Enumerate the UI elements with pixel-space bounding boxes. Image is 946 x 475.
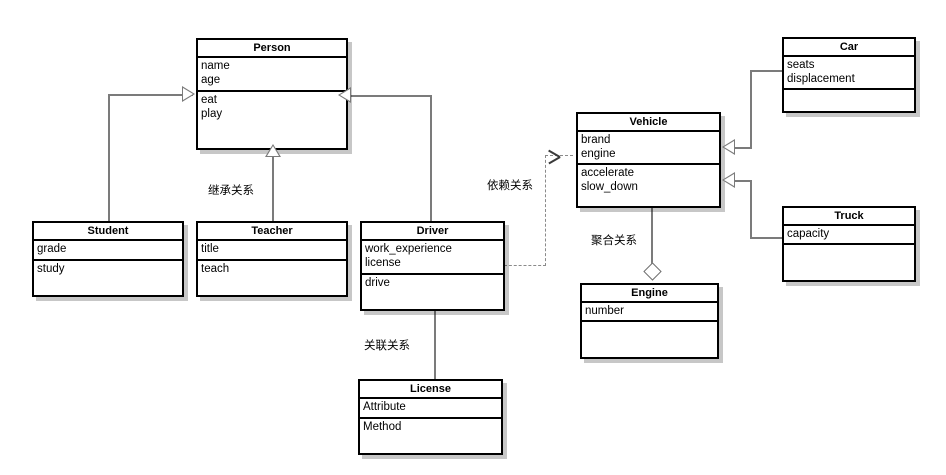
class-operations-car bbox=[784, 90, 914, 100]
connector-car-to-vehicle-vertical bbox=[750, 70, 752, 148]
connector-driver-to-license bbox=[434, 310, 436, 384]
connector-car-to-vehicle-bottom bbox=[735, 147, 752, 149]
attribute-row: displacement bbox=[787, 73, 855, 85]
class-attributes-vehicle: brand engine bbox=[578, 132, 719, 165]
class-name-teacher: Teacher bbox=[198, 223, 346, 241]
class-operations-engine bbox=[582, 322, 717, 332]
connector-vehicle-to-engine bbox=[651, 208, 653, 270]
class-name-person: Person bbox=[198, 40, 346, 58]
attribute-row: age bbox=[201, 74, 221, 86]
connector-car-to-vehicle-top bbox=[750, 70, 784, 72]
class-attributes-student: grade bbox=[34, 241, 182, 261]
class-attributes-car: seats displacement bbox=[784, 57, 914, 90]
class-box-truck[interactable]: Truck capacity bbox=[782, 206, 916, 282]
attribute-row: engine bbox=[581, 148, 616, 160]
generalization-arrowhead-driver-to-person bbox=[338, 87, 351, 103]
label-aggregation: 聚合关系 bbox=[591, 233, 637, 247]
operation-row: play bbox=[201, 108, 223, 120]
class-box-student[interactable]: Student grade study bbox=[32, 221, 184, 297]
connector-student-to-person-vertical bbox=[108, 94, 110, 222]
class-name-student: Student bbox=[34, 223, 182, 241]
class-attributes-teacher: title bbox=[198, 241, 346, 261]
operation-row: eat bbox=[201, 94, 217, 106]
class-name-vehicle: Vehicle bbox=[578, 114, 719, 132]
operation-row: study bbox=[37, 263, 65, 275]
class-attributes-engine: number bbox=[582, 303, 717, 322]
attribute-row: Attribute bbox=[363, 401, 406, 413]
operation-row: teach bbox=[201, 263, 230, 275]
operation-row: accelerate bbox=[581, 167, 635, 179]
connector-truck-to-vehicle-bottom bbox=[750, 237, 784, 239]
aggregation-diamond-vehicle-engine bbox=[643, 262, 662, 281]
class-operations-license: Method bbox=[360, 419, 501, 436]
class-name-license: License bbox=[360, 381, 501, 399]
class-operations-vehicle: accelerate slow_down bbox=[578, 165, 719, 196]
class-box-driver[interactable]: Driver work_experience license drive bbox=[360, 221, 505, 311]
class-box-license[interactable]: License Attribute Method bbox=[358, 379, 503, 455]
class-attributes-person: name age bbox=[198, 58, 346, 92]
label-association: 关联关系 bbox=[364, 338, 410, 352]
class-operations-teacher: teach bbox=[198, 261, 346, 278]
generalization-arrowhead-truck-to-vehicle bbox=[722, 172, 735, 188]
connector-student-to-person-horizontal bbox=[108, 94, 193, 96]
attribute-row: license bbox=[365, 257, 401, 269]
attribute-row: number bbox=[585, 305, 624, 317]
generalization-arrowhead-student-to-person bbox=[182, 86, 195, 102]
generalization-arrowhead-car-to-vehicle bbox=[722, 139, 735, 155]
class-name-engine: Engine bbox=[582, 285, 717, 303]
class-attributes-driver: work_experience license bbox=[362, 241, 503, 275]
label-inheritance: 继承关系 bbox=[208, 183, 254, 197]
attribute-row: brand bbox=[581, 134, 611, 146]
generalization-arrowhead-teacher-to-person bbox=[265, 144, 281, 157]
class-operations-driver: drive bbox=[362, 275, 503, 292]
attribute-row: capacity bbox=[787, 228, 830, 240]
attribute-row: title bbox=[201, 243, 219, 255]
class-attributes-truck: capacity bbox=[784, 226, 914, 245]
class-attributes-license: Attribute bbox=[360, 399, 501, 419]
attribute-row: name bbox=[201, 60, 230, 72]
connector-driver-to-vehicle-dashed-horizontal bbox=[504, 265, 546, 266]
operation-row: Method bbox=[363, 421, 402, 433]
class-box-teacher[interactable]: Teacher title teach bbox=[196, 221, 348, 297]
class-name-car: Car bbox=[784, 39, 914, 57]
class-box-person[interactable]: Person name age eat play bbox=[196, 38, 348, 150]
class-box-vehicle[interactable]: Vehicle brand engine accelerate slow_dow… bbox=[576, 112, 721, 208]
attribute-row: seats bbox=[787, 59, 815, 71]
attribute-row: work_experience bbox=[365, 243, 452, 255]
operation-row: drive bbox=[365, 277, 390, 289]
connector-driver-to-person-horizontal bbox=[348, 95, 432, 97]
class-name-driver: Driver bbox=[362, 223, 503, 241]
connector-truck-to-vehicle-top bbox=[735, 180, 752, 182]
connector-teacher-to-person-vertical bbox=[272, 152, 274, 222]
connector-truck-to-vehicle-vertical bbox=[750, 180, 752, 238]
connector-driver-to-person-vertical bbox=[430, 95, 432, 222]
attribute-row: grade bbox=[37, 243, 67, 255]
class-operations-truck bbox=[784, 245, 914, 255]
label-dependency: 依赖关系 bbox=[487, 178, 533, 192]
class-box-engine[interactable]: Engine number bbox=[580, 283, 719, 359]
class-operations-person: eat play bbox=[198, 92, 346, 123]
class-box-car[interactable]: Car seats displacement bbox=[782, 37, 916, 113]
class-operations-student: study bbox=[34, 261, 182, 278]
operation-row: slow_down bbox=[581, 181, 638, 193]
class-name-truck: Truck bbox=[784, 208, 914, 226]
connector-driver-to-vehicle-dashed-vertical bbox=[545, 155, 546, 266]
